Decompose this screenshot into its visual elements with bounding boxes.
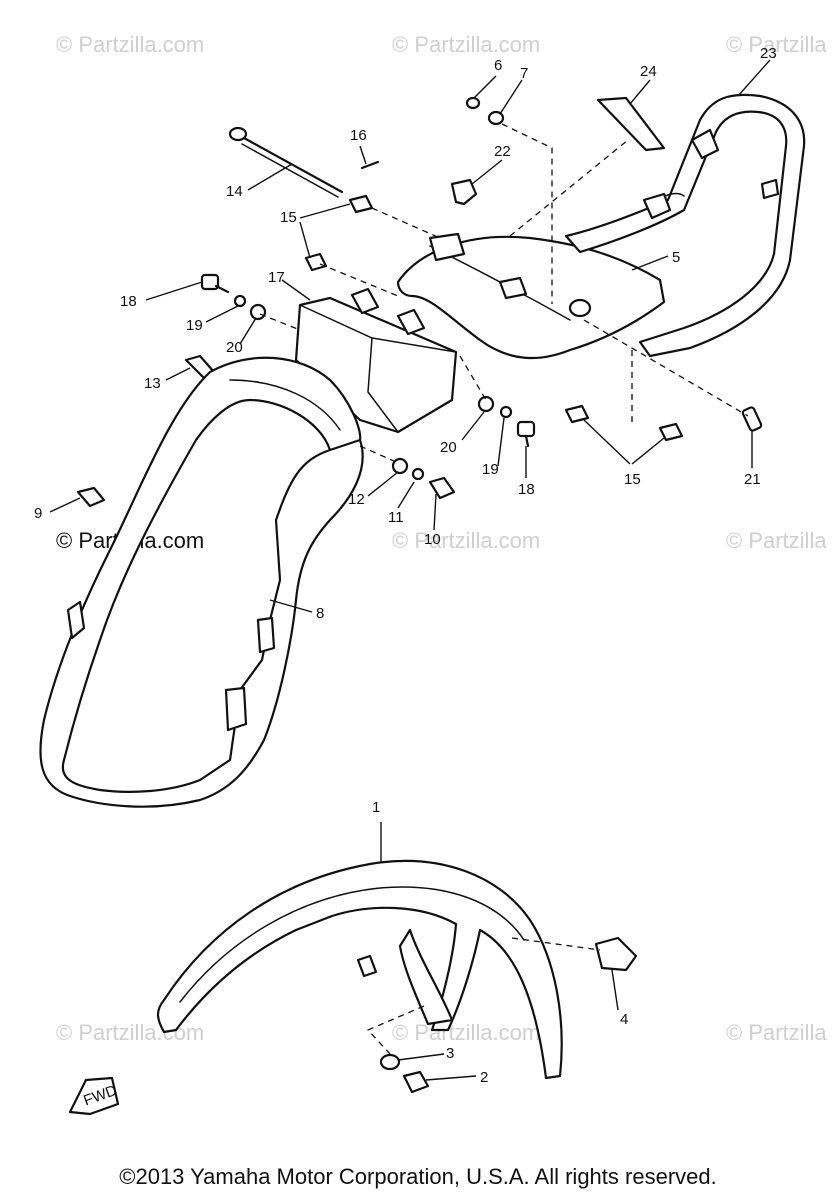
- part-9-clamp[interactable]: [76, 486, 106, 508]
- part-22-grommet[interactable]: [450, 178, 478, 206]
- part-15-collar-right-b[interactable]: [658, 422, 684, 442]
- callout-12: 12: [348, 491, 365, 508]
- part-11-washer[interactable]: [411, 467, 425, 481]
- part-20-washer-left[interactable]: [249, 303, 267, 321]
- part-18-bolt-right[interactable]: [516, 420, 536, 448]
- watermark: © Partzilla.com: [392, 1020, 540, 1045]
- part-10-bolt[interactable]: [428, 476, 456, 500]
- callout-7: 7: [520, 65, 528, 82]
- callout-1: 1: [372, 799, 380, 816]
- callout-19: 19: [482, 461, 499, 478]
- callout-6: 6: [494, 57, 502, 74]
- part-2-bolt[interactable]: [402, 1070, 430, 1094]
- part-19-washer-right[interactable]: [499, 405, 513, 419]
- part-21-screw[interactable]: [741, 406, 763, 432]
- callout-16: 16: [350, 127, 367, 144]
- callout-5: 5: [672, 249, 680, 266]
- fwd-arrow-icon: FWD: [68, 1076, 119, 1116]
- watermark: © Partzilla.com: [56, 32, 204, 57]
- callout-18: 18: [518, 481, 535, 498]
- part-15-collar-upper[interactable]: [348, 194, 374, 214]
- part-14-bolt[interactable]: [228, 126, 344, 198]
- part-3-washer[interactable]: [379, 1053, 401, 1071]
- part-15-collar-left[interactable]: [304, 252, 328, 272]
- callout-10: 10: [424, 531, 441, 548]
- callout-labels: 1 2 3 4 5 6 7 8 9 10 11 12 13 14 15 15 1…: [34, 45, 777, 1086]
- callout-11: 11: [388, 509, 404, 526]
- callout-15: 15: [624, 471, 641, 488]
- part-1-front-fender[interactable]: [156, 859, 563, 1080]
- callout-17: 17: [268, 269, 285, 286]
- callout-20: 20: [440, 439, 457, 456]
- callout-19: 19: [186, 317, 203, 334]
- callout-24: 24: [640, 63, 657, 80]
- part-15-collar-right-a[interactable]: [564, 404, 590, 424]
- part-5-rear-fender-upper[interactable]: [396, 232, 666, 360]
- callout-8: 8: [316, 605, 324, 622]
- callout-leaders: [49, 59, 771, 1081]
- assembly-guide-lines: [259, 123, 749, 1055]
- callout-13: 13: [144, 375, 161, 392]
- part-8-rear-fender-lower[interactable]: [39, 356, 364, 808]
- part-20-washer-right[interactable]: [477, 395, 495, 413]
- callout-23: 23: [760, 45, 777, 62]
- callout-2: 2: [480, 1069, 488, 1086]
- part-4-bracket[interactable]: [594, 936, 638, 972]
- part-19-washer-left[interactable]: [233, 294, 247, 308]
- watermark: © Partzilla: [726, 528, 827, 553]
- callout-20: 20: [226, 339, 243, 356]
- callout-4: 4: [620, 1011, 628, 1028]
- part-12-washer[interactable]: [391, 457, 409, 475]
- part-6-nut[interactable]: [465, 96, 481, 110]
- watermark: © Partzilla: [726, 1020, 827, 1045]
- callout-18: 18: [120, 293, 137, 310]
- part-24-label[interactable]: [596, 96, 666, 152]
- watermark: © Partzilla.com: [392, 528, 540, 553]
- part-16-pin[interactable]: [360, 160, 380, 170]
- part-18-bolt-left[interactable]: [200, 273, 230, 294]
- watermark: © Partzilla: [726, 32, 827, 57]
- callout-9: 9: [34, 505, 42, 522]
- watermark: © Partzilla.com: [392, 32, 540, 57]
- callout-14: 14: [226, 183, 243, 200]
- copyright-notice: ©2013 Yamaha Motor Corporation, U.S.A. A…: [119, 1164, 717, 1189]
- callout-22: 22: [494, 143, 511, 160]
- part-23-grab-bar[interactable]: [564, 93, 806, 358]
- callout-15: 15: [280, 209, 297, 226]
- callout-21: 21: [744, 471, 761, 488]
- callout-3: 3: [446, 1045, 454, 1062]
- part-7-washer[interactable]: [487, 110, 505, 126]
